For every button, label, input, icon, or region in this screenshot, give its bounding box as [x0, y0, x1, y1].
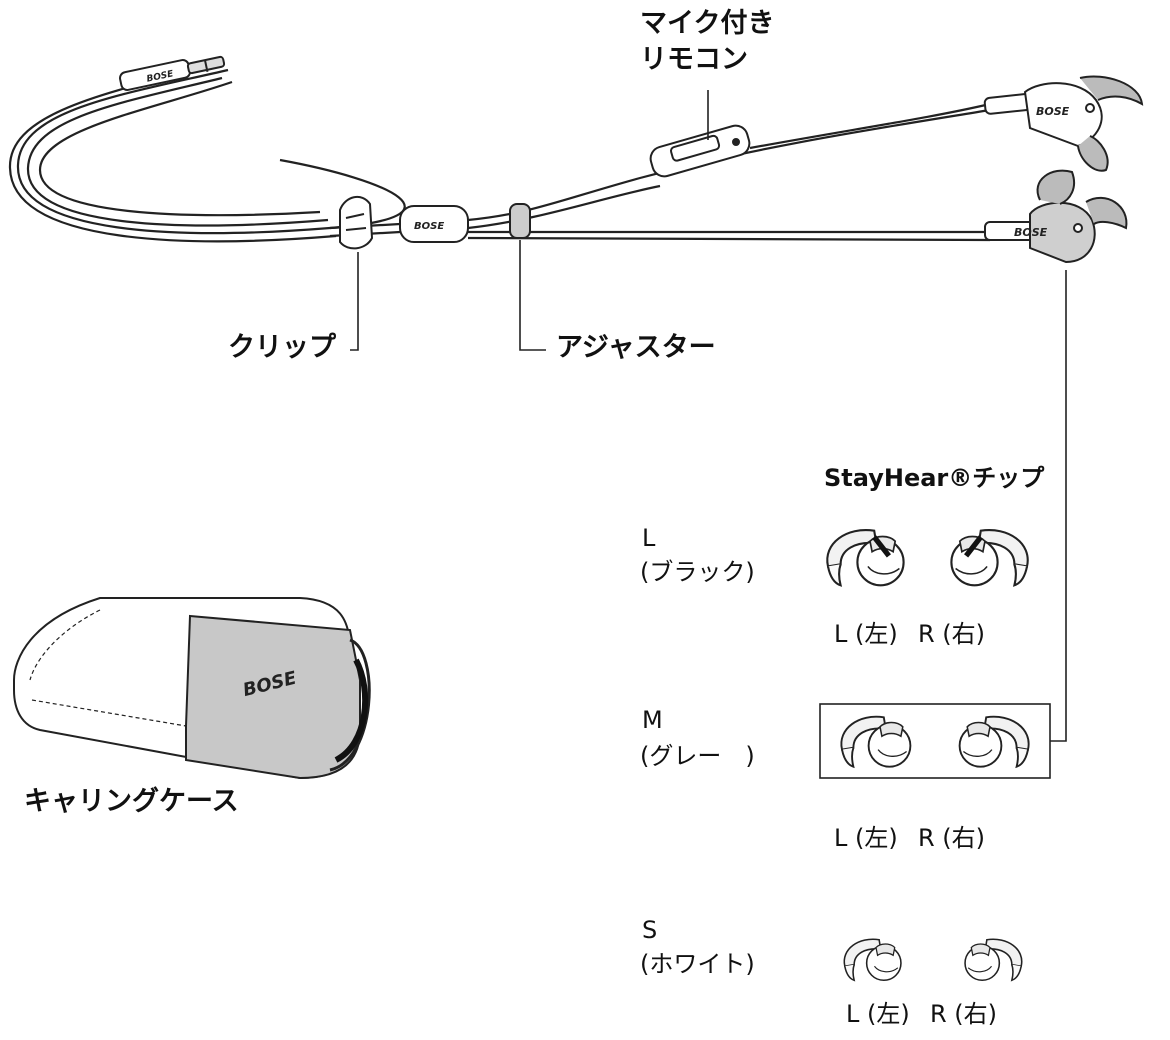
mic-remote — [649, 124, 751, 178]
size-small-right-label: R (右) — [930, 1000, 998, 1028]
adjuster-label: アジャスター — [556, 332, 716, 363]
earbud-upper: BOSE — [983, 75, 1144, 172]
clip — [339, 195, 374, 250]
size-large-right-label: R (右) — [918, 620, 986, 648]
cable-loop — [8, 62, 406, 243]
size-medium-color: (グレー ) — [640, 742, 755, 770]
leader-lines — [350, 90, 1067, 742]
size-large-color: (ブラック) — [640, 558, 755, 586]
carrying-case-label: キャリングケース — [24, 786, 239, 817]
adjuster — [509, 203, 531, 239]
size-small-code: S — [642, 916, 658, 944]
tip-small-left — [843, 938, 902, 982]
mic-remote-label: マイク付き リモコン — [640, 8, 775, 75]
carrying-case: BOSE — [13, 597, 371, 780]
size-medium-left-label: L (左) — [834, 824, 898, 852]
clip-label: クリップ — [228, 332, 336, 363]
size-large-code: L — [642, 524, 656, 552]
size-medium-right-label: R (右) — [918, 824, 986, 852]
size-small-color: (ホワイト) — [640, 950, 755, 978]
y-splitter: BOSE — [399, 205, 469, 243]
size-medium-code: M — [642, 706, 663, 734]
earbud-lower: BOSE — [984, 169, 1128, 264]
size-large-left-label: L (左) — [834, 620, 898, 648]
splitter-brand-text: BOSE — [414, 221, 444, 232]
tip-large-left — [826, 529, 905, 587]
medium-tip-box — [819, 703, 1051, 779]
size-small-left-label: L (左) — [846, 1000, 910, 1028]
earbud-lower-brand-text: BOSE — [1014, 226, 1048, 239]
tip-small-right — [964, 938, 1023, 982]
audio-plug: BOSE — [119, 55, 226, 91]
tips-title: StayHear®チップ — [824, 464, 1045, 492]
tip-large-right — [950, 529, 1029, 587]
tip-medium-right — [958, 715, 1030, 768]
tip-medium-left — [840, 715, 912, 768]
earbud-upper-brand-text: BOSE — [1036, 105, 1070, 118]
